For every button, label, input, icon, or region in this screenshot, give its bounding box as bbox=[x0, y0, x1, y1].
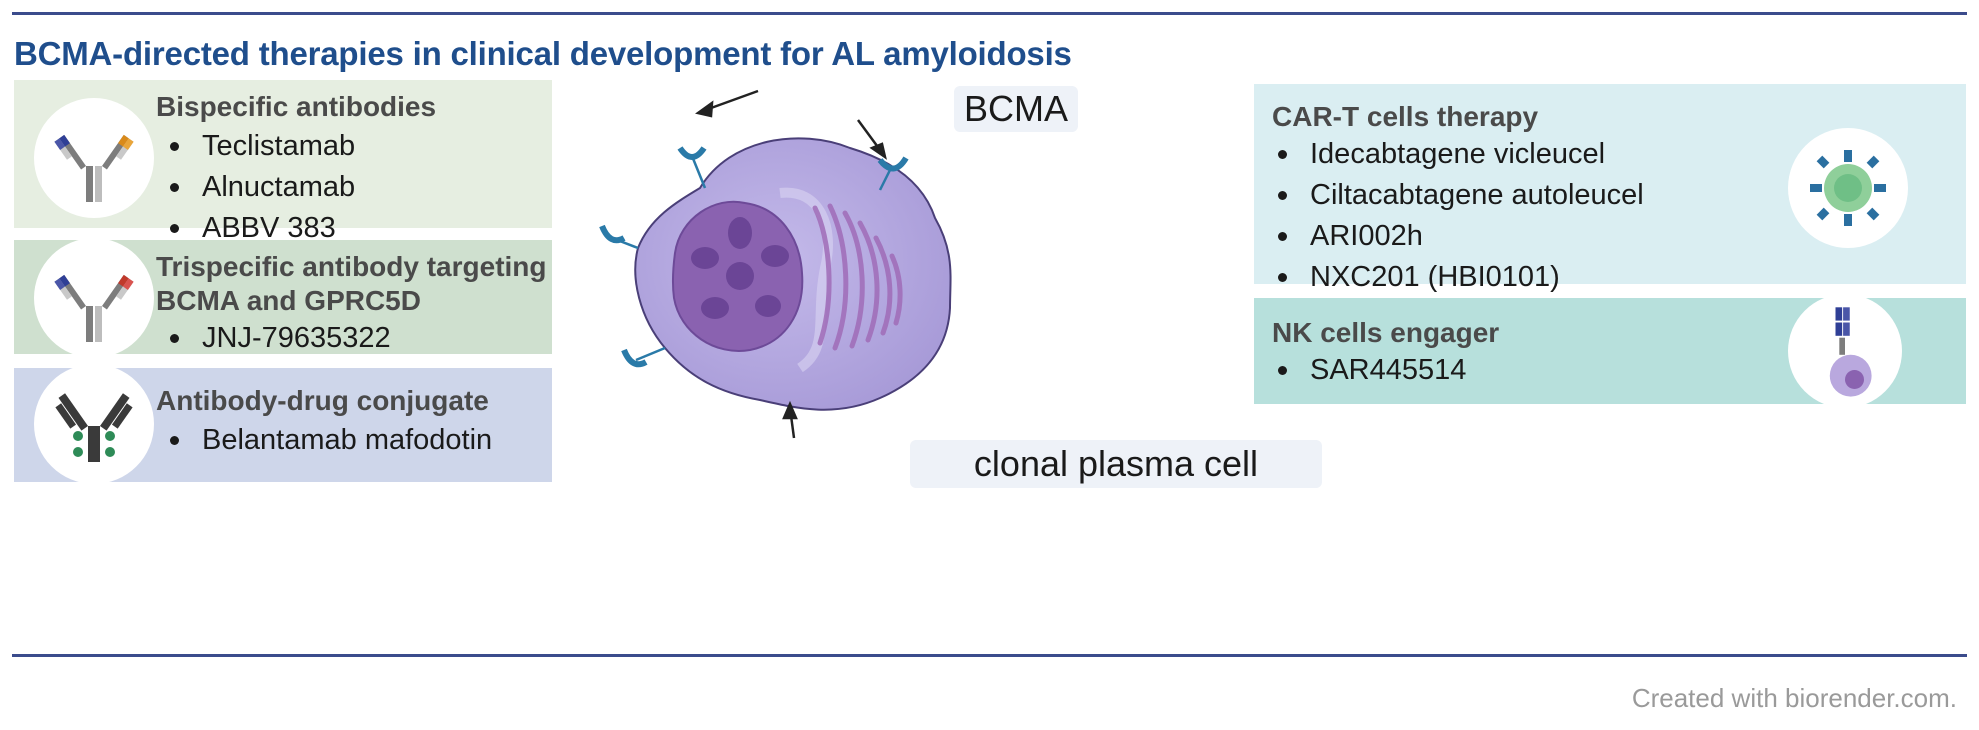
list-item: Belantamab mafodotin bbox=[164, 420, 492, 461]
bcma-label: BCMA bbox=[954, 86, 1078, 132]
clonal-plasma-cell-label: clonal plasma cell bbox=[910, 440, 1322, 488]
card-heading: Bispecific antibodies bbox=[156, 91, 437, 122]
antibody-drug-conjugate-icon bbox=[34, 364, 154, 484]
nk-cell-engager-icon bbox=[1788, 294, 1902, 408]
trispecific-antibody-icon bbox=[34, 238, 154, 358]
bcma-receptors bbox=[599, 146, 909, 368]
car-t-cell-icon bbox=[1788, 128, 1908, 248]
card-heading: NK cells engager bbox=[1272, 317, 1500, 348]
bispecific-antibody-icon bbox=[34, 98, 154, 218]
footer-credit: Created with biorender.com. bbox=[1631, 683, 1957, 713]
list-item: JNJ-79635322 bbox=[164, 318, 391, 359]
card-antibody-drug-conjugate: Antibody-drug conjugate Belantamab mafod… bbox=[14, 364, 552, 484]
card-nk-cells-engager: NK cells engager SAR445514 bbox=[1254, 294, 1966, 408]
list-item: ARI002h bbox=[1272, 216, 1644, 257]
list-item: Ciltacabtagene autoleucel bbox=[1272, 175, 1644, 216]
card-trispecific-antibody: Trispecific antibody targeting BCMA and … bbox=[14, 238, 552, 358]
page-title: BCMA-directed therapies in clinical deve… bbox=[14, 35, 1072, 72]
card-bispecific-antibodies: Bispecific antibodies Teclistamab Alnuct… bbox=[14, 80, 552, 244]
list-item: ABBV 383 bbox=[164, 208, 355, 249]
list-item: NXC201 (HBI0101) bbox=[1272, 257, 1644, 298]
card-heading-line-1: Trispecific antibody targeting bbox=[156, 251, 547, 282]
plasma-cell-illustration bbox=[599, 89, 952, 439]
card-heading: Antibody-drug conjugate bbox=[156, 385, 489, 416]
list-item: SAR445514 bbox=[1272, 350, 1466, 391]
therapy-list: Belantamab mafodotin bbox=[164, 420, 492, 461]
top-rule bbox=[12, 12, 1967, 15]
therapy-list: JNJ-79635322 bbox=[164, 318, 391, 359]
card-heading: CAR-T cells therapy bbox=[1272, 101, 1539, 132]
list-item: Teclistamab bbox=[164, 126, 355, 167]
therapy-list: Idecabtagene vicleucel Ciltacabtagene au… bbox=[1272, 134, 1644, 298]
card-heading-line-2: BCMA and GPRC5D bbox=[156, 285, 421, 316]
bottom-rule bbox=[12, 654, 1967, 657]
card-car-t-cells-therapy: CAR-T cells therapy Idecabtagene vicleuc… bbox=[1254, 84, 1966, 293]
therapy-list: SAR445514 bbox=[1272, 350, 1466, 391]
therapy-list: Teclistamab Alnuctamab ABBV 383 bbox=[164, 126, 355, 249]
list-item: Idecabtagene vicleucel bbox=[1272, 134, 1644, 175]
list-item: Alnuctamab bbox=[164, 167, 355, 208]
